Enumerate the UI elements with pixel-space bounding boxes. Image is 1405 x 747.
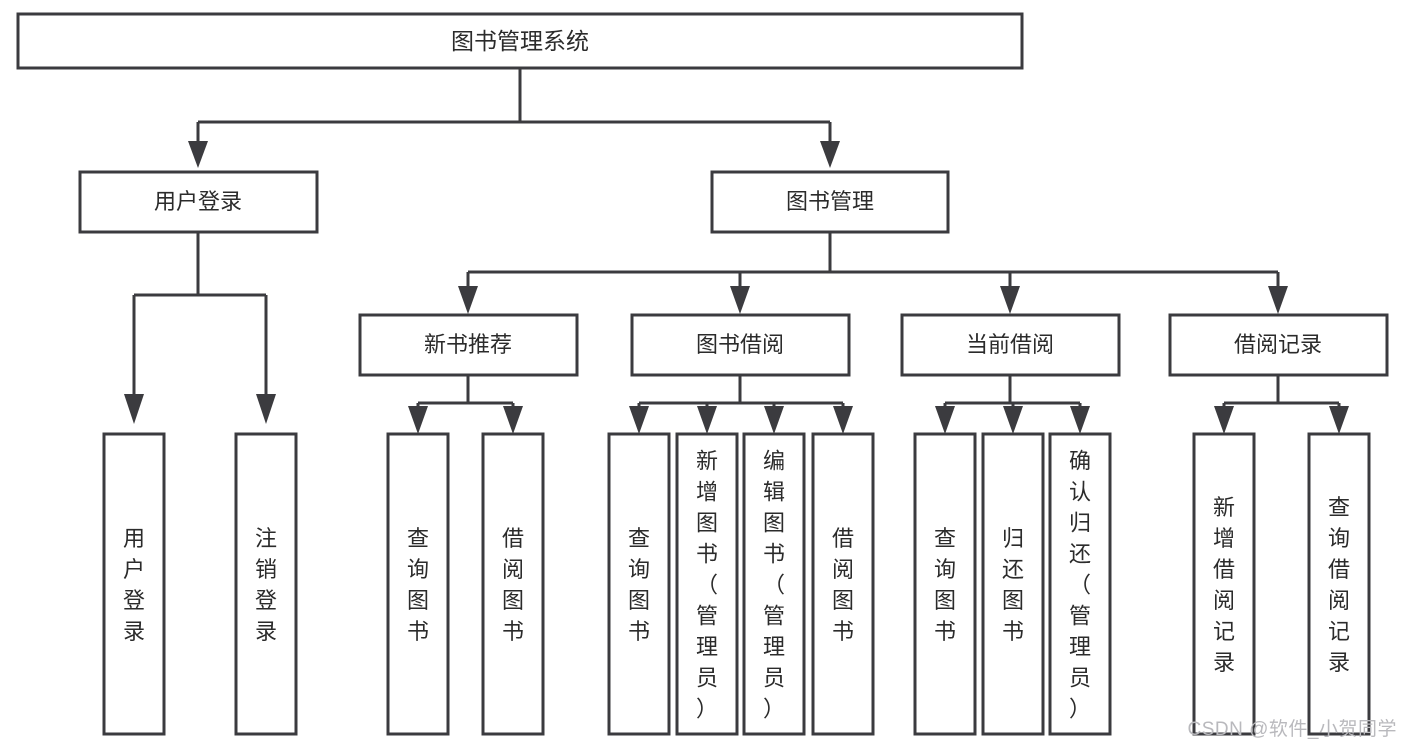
node-book-borrow-label: 图书借阅: [696, 332, 784, 357]
leaf-node-confirm-return[interactable]: 确认归还（管理员）: [1048, 432, 1112, 736]
leaf-query-book-3-box[interactable]: [913, 432, 977, 736]
leaf-node-query-book-3[interactable]: 查询图书: [913, 432, 977, 736]
node-root-box[interactable]: [16, 12, 1024, 70]
leaf-edit-book-label: 编辑图书（管理员）: [763, 449, 785, 722]
leaf-add-record-label: 新增借阅记录: [1213, 495, 1235, 675]
node-user-login-box[interactable]: [78, 170, 319, 234]
node-book-management[interactable]: 图书管理: [710, 170, 950, 234]
leaf-confirm-return-label: 确认归还（管理员）: [1069, 449, 1091, 722]
leaf-add-record-box[interactable]: [1192, 432, 1256, 736]
leaf-node-borrow-book-1[interactable]: 借阅图书: [481, 432, 545, 736]
arrow-head-book-borrow: [730, 286, 750, 314]
node-current-borrow[interactable]: 当前借阅: [900, 313, 1121, 377]
leaf-node-user-logout[interactable]: 注销登录: [234, 432, 298, 736]
csdn-watermark: CSDN @软件_小贺同学: [1187, 719, 1397, 740]
leaf-query-record-label: 查询借阅记录: [1328, 495, 1350, 675]
leaf-layer: 用户登录 注销登录 查询图书 借阅图书 查询图书 新增图书: [102, 432, 1371, 736]
node-current-borrow-label: 当前借阅: [966, 332, 1054, 357]
node-new-book-recommend-label: 新书推荐: [424, 332, 512, 357]
node-user-login-label: 用户登录: [154, 189, 242, 214]
leaf-node-add-record[interactable]: 新增借阅记录: [1192, 432, 1256, 736]
leaf-query-book-3-label: 查询图书: [934, 526, 956, 644]
arrow-head-leaf-user-login: [124, 394, 144, 424]
arrow-head-current-borrow: [1000, 286, 1020, 314]
arrow-head-leaf-add-record: [1214, 406, 1234, 434]
leaf-return-book-label: 归还图书: [1002, 526, 1024, 644]
leaf-query-book-2-label: 查询图书: [628, 526, 650, 644]
node-root-label: 图书管理系统: [451, 28, 589, 54]
leaf-user-login-label: 用户登录: [123, 526, 145, 644]
leaf-user-logout-box[interactable]: [234, 432, 298, 736]
node-book-borrow-box[interactable]: [630, 313, 851, 377]
leaf-node-query-book-2[interactable]: 查询图书: [607, 432, 671, 736]
node-new-book-recommend[interactable]: 新书推荐: [358, 313, 579, 377]
leaf-query-record-box[interactable]: [1307, 432, 1371, 736]
arrow-head-leaf-return-book: [1003, 406, 1023, 434]
node-current-borrow-box[interactable]: [900, 313, 1121, 377]
arrow-head-leaf-borrow-book-1: [503, 406, 523, 434]
node-borrow-record-box[interactable]: [1168, 313, 1389, 377]
arrow-head-leaf-edit-book: [764, 406, 784, 434]
leaf-add-book-box[interactable]: [675, 432, 739, 736]
leaf-node-edit-book[interactable]: 编辑图书（管理员）: [742, 432, 806, 736]
node-root[interactable]: 图书管理系统: [16, 12, 1024, 70]
arrow-head-new-book-recommend: [458, 286, 478, 314]
arrow-head-leaf-query-book-3: [935, 406, 955, 434]
leaf-node-query-book-1[interactable]: 查询图书: [386, 432, 450, 736]
leaf-node-return-book[interactable]: 归还图书: [981, 432, 1045, 736]
leaf-confirm-return-box[interactable]: [1048, 432, 1112, 736]
arrow-head-borrow-record: [1268, 286, 1288, 314]
leaf-node-user-login[interactable]: 用户登录: [102, 432, 166, 736]
arrow-head-leaf-borrow-book-2: [833, 406, 853, 434]
node-book-management-box[interactable]: [710, 170, 950, 234]
leaf-edit-book-box[interactable]: [742, 432, 806, 736]
leaf-query-book-1-box[interactable]: [386, 432, 450, 736]
leaf-return-book-box[interactable]: [981, 432, 1045, 736]
leaf-node-query-record[interactable]: 查询借阅记录: [1307, 432, 1371, 736]
leaf-borrow-book-1-label: 借阅图书: [502, 526, 524, 644]
arrow-head-leaf-user-logout: [256, 394, 276, 424]
leaf-query-book-2-box[interactable]: [607, 432, 671, 736]
arrow-head-leaf-query-book-2: [629, 406, 649, 434]
node-book-management-label: 图书管理: [786, 189, 874, 214]
node-user-login[interactable]: 用户登录: [78, 170, 319, 234]
leaf-borrow-book-2-label: 借阅图书: [832, 526, 854, 644]
arrow-head-userlogin: [188, 141, 208, 168]
leaf-add-book-label: 新增图书（管理员）: [696, 449, 718, 722]
arrow-head-leaf-confirm-return: [1070, 406, 1090, 434]
arrow-head-leaf-query-book-1: [408, 406, 428, 434]
leaf-query-book-1-label: 查询图书: [407, 526, 429, 644]
node-new-book-recommend-box[interactable]: [358, 313, 579, 377]
arrow-head-bookmgmt: [820, 141, 840, 168]
leaf-user-logout-label: 注销登录: [255, 526, 277, 644]
node-borrow-record-label: 借阅记录: [1234, 332, 1322, 357]
node-borrow-record[interactable]: 借阅记录: [1168, 313, 1389, 377]
leaf-borrow-book-2-box[interactable]: [811, 432, 875, 736]
leaf-node-add-book[interactable]: 新增图书（管理员）: [675, 432, 739, 736]
arrow-head-leaf-add-book: [697, 406, 717, 434]
leaf-borrow-book-1-box[interactable]: [481, 432, 545, 736]
leaf-node-borrow-book-2[interactable]: 借阅图书: [811, 432, 875, 736]
leaf-user-login-box[interactable]: [102, 432, 166, 736]
connector-layer: [124, 68, 1349, 434]
node-book-borrow[interactable]: 图书借阅: [630, 313, 851, 377]
arrow-head-leaf-query-record: [1329, 406, 1349, 434]
